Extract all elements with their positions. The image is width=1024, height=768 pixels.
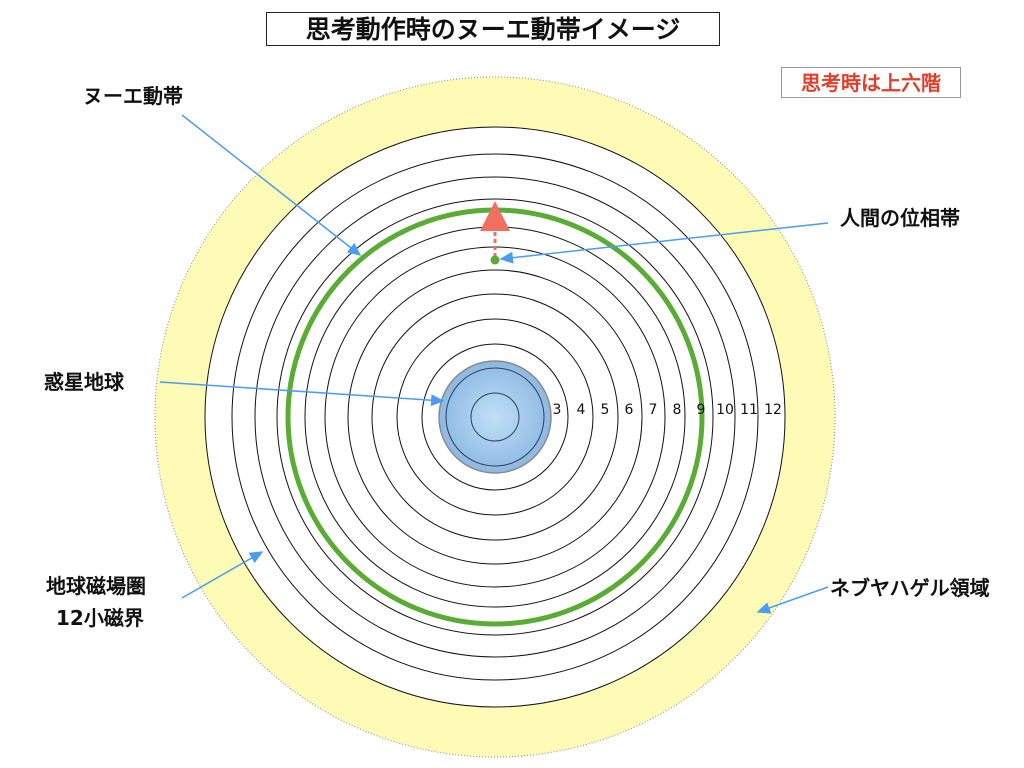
label-nebuyahagel: ネブヤハゲル領域 <box>830 576 990 600</box>
magnetosphere-ring <box>371 293 619 541</box>
ring-number: 3 <box>553 402 562 418</box>
earth-core <box>470 392 520 442</box>
arrow-human-phase <box>499 222 829 264</box>
arrow-nebuyahagel <box>756 586 829 614</box>
label-nuue-band: ヌーエ動帯 <box>83 84 183 108</box>
earth-outer <box>438 360 552 474</box>
ring-number: 12 <box>764 402 782 418</box>
ring-number: 9 <box>697 402 706 418</box>
magnetosphere-ring <box>421 343 569 491</box>
label-12-subfields: 12小磁界 <box>56 606 144 630</box>
human-phase-dot <box>490 255 500 265</box>
page-title: 思考動作時のヌーエ動帯イメージ <box>266 12 720 46</box>
earth-mid <box>445 367 545 467</box>
ring-number: 5 <box>601 402 610 418</box>
arrow-earth <box>159 381 445 407</box>
ring-number: 11 <box>740 402 758 418</box>
ring-number: 10 <box>716 402 734 418</box>
arrow-nuue <box>181 114 362 256</box>
label-magnetosphere: 地球磁場圏 <box>46 574 146 598</box>
ring-number: 7 <box>649 402 658 418</box>
magnetosphere-ring <box>254 176 736 658</box>
note-label: 思考時は上六階 <box>781 67 961 98</box>
ring-number: 8 <box>673 402 682 418</box>
ring-number: 6 <box>625 402 634 418</box>
ring-number: 4 <box>577 402 586 418</box>
magnetosphere-ring <box>276 198 714 636</box>
magnetosphere-ring <box>396 318 594 516</box>
label-human-phase: 人間の位相帯 <box>840 206 960 230</box>
arrow-magnetosphere <box>181 551 264 599</box>
magnetosphere-ring <box>231 153 759 681</box>
label-earth: 惑星地球 <box>44 370 124 394</box>
magnetosphere-ring <box>347 269 643 565</box>
